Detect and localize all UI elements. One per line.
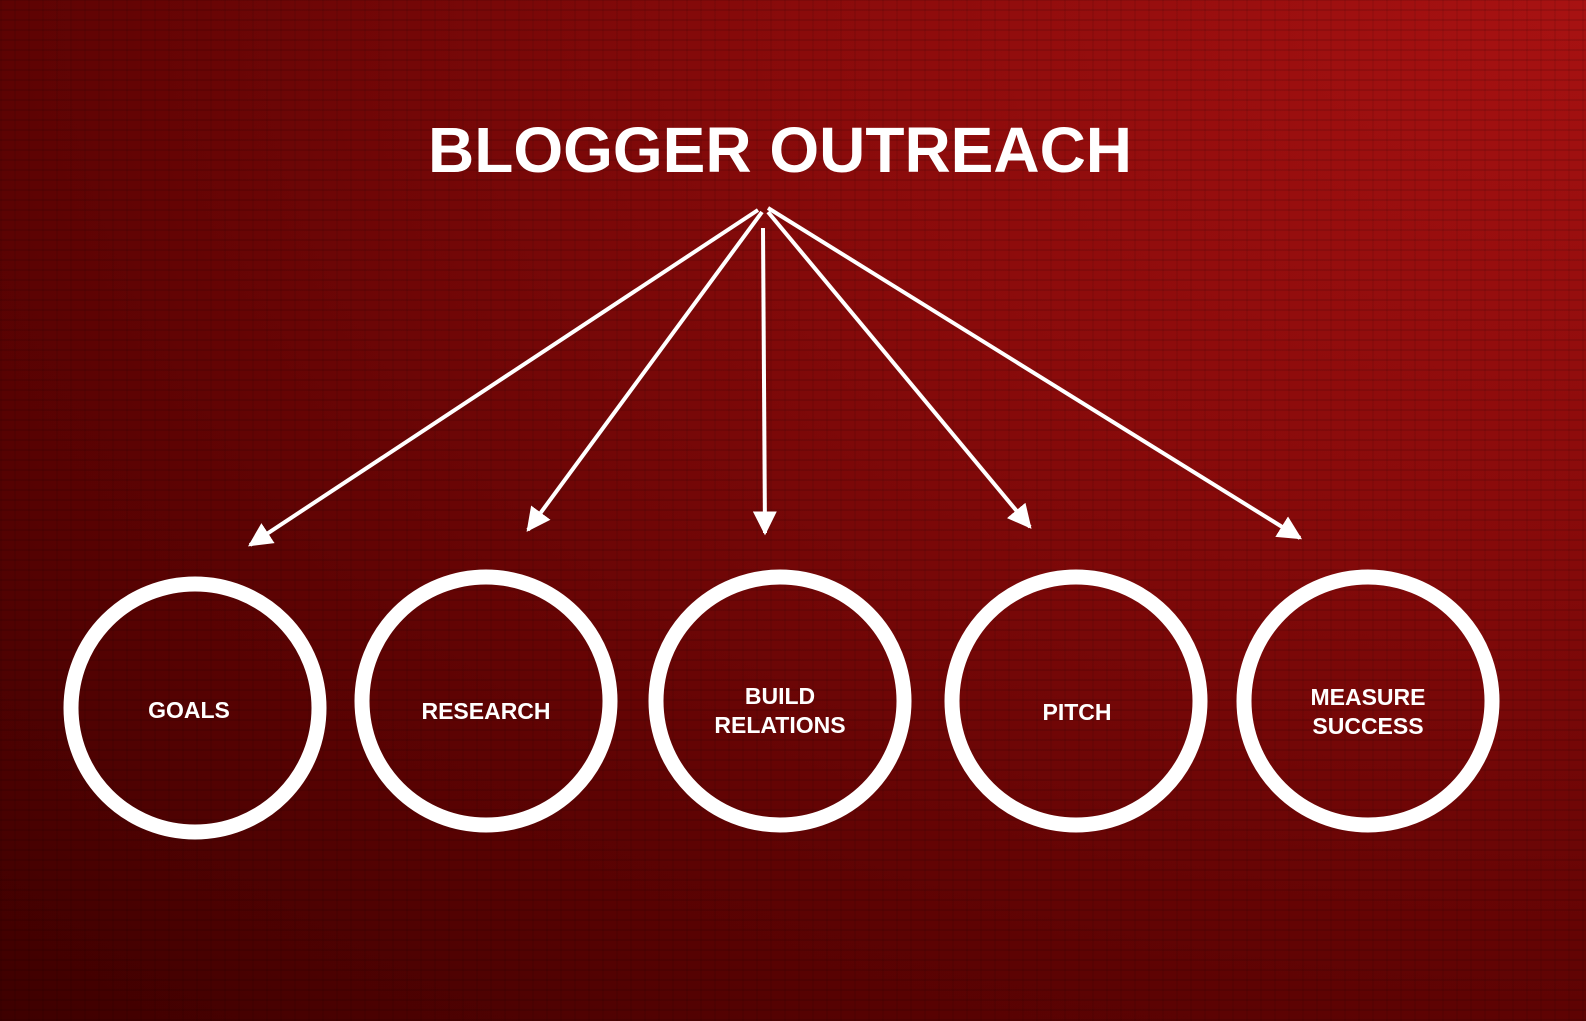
node-label-build: BUILD	[745, 683, 815, 709]
node-circle-measure-success	[1236, 569, 1500, 833]
node-label-research: RESEARCH	[421, 698, 550, 724]
node-label-goals: GOALS	[148, 697, 230, 723]
arrow-to-pitch	[766, 210, 1032, 529]
arrow-to-build-relations	[752, 227, 777, 536]
diagram-title: BLOGGER OUTREACH	[428, 114, 1132, 186]
node-circle-goals	[63, 576, 327, 840]
node-label-relations: RELATIONS	[714, 712, 845, 738]
node-label-pitch: PITCH	[1043, 699, 1112, 725]
arrow-to-measure-success	[766, 206, 1303, 540]
arrow-to-goals	[247, 208, 760, 547]
node-circle-research	[354, 569, 618, 833]
node-label-success: SUCCESS	[1312, 713, 1423, 739]
node-circle-pitch	[944, 569, 1208, 833]
arrow-to-research	[526, 210, 764, 532]
node-circle-build-relations	[648, 569, 912, 833]
node-label-measure: MEASURE	[1310, 684, 1425, 710]
